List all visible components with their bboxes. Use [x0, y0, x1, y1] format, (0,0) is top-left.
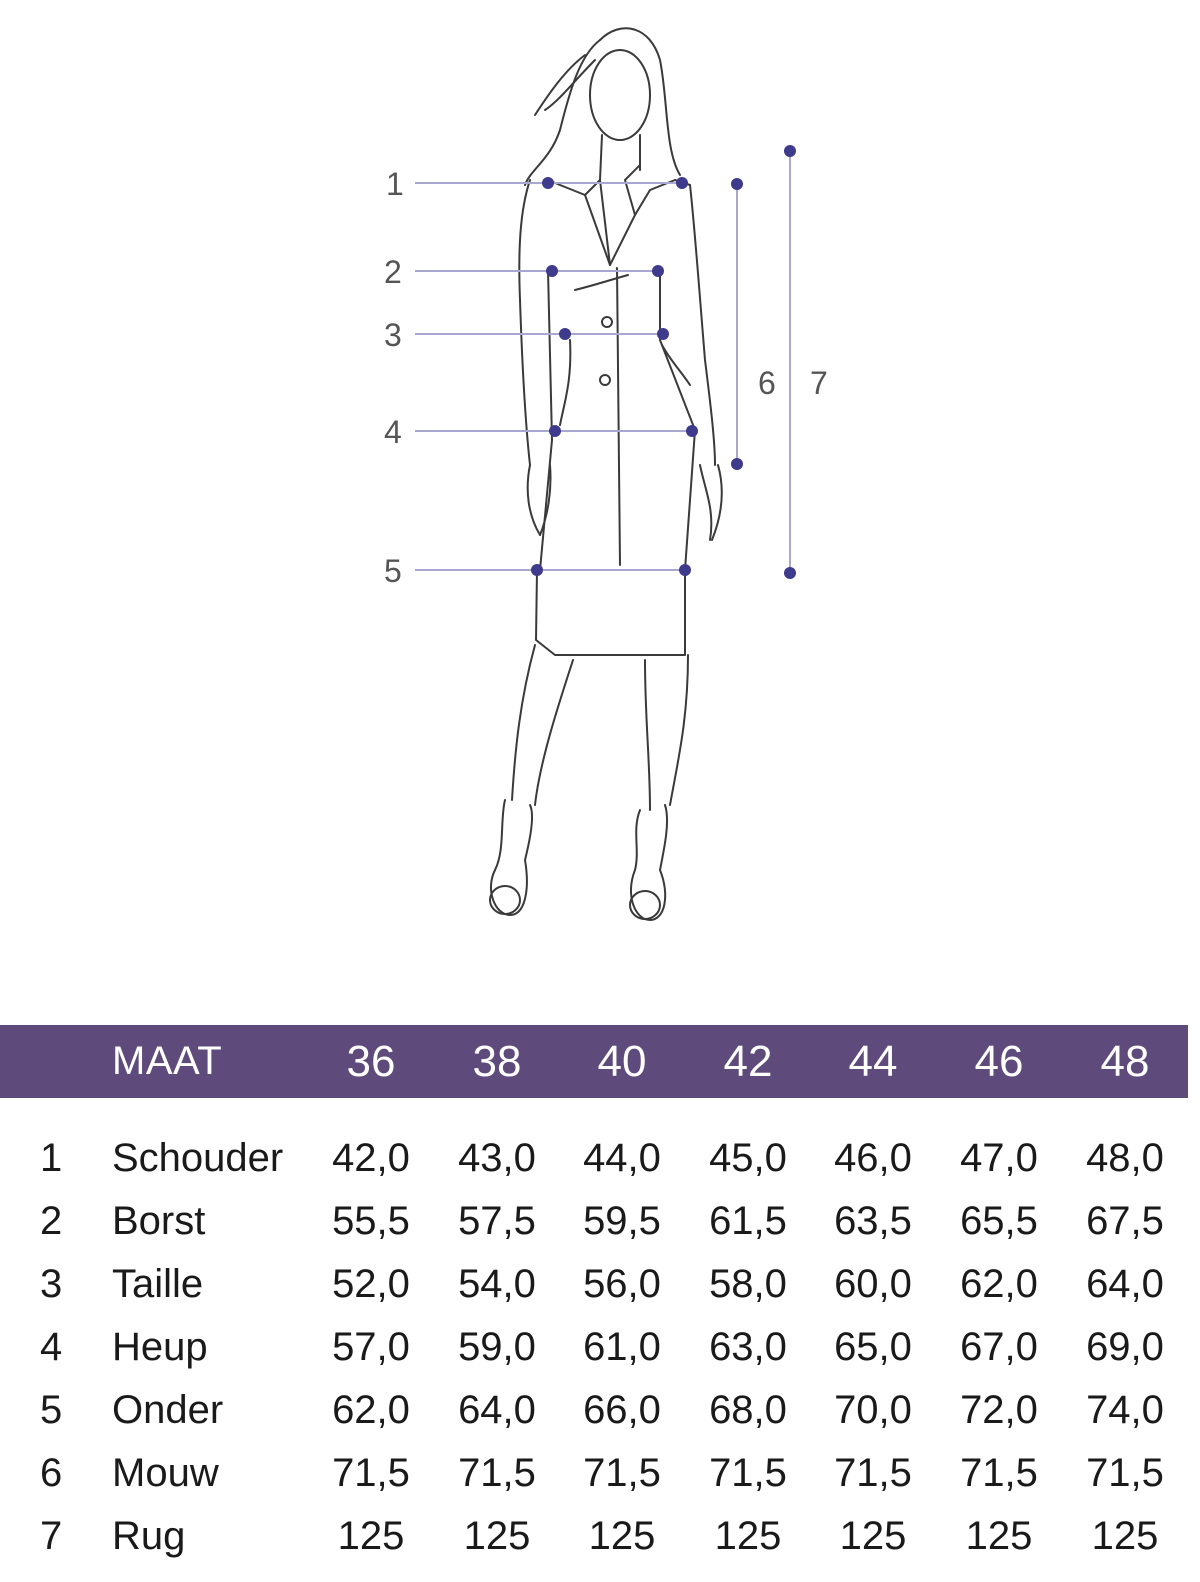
- row-number: 5: [40, 1388, 63, 1432]
- measurement-value: 71,5: [458, 1451, 536, 1495]
- table-row: 3 Taille 52,0 54,0 56,0 58,0 60,0 62,0 64,0: [0, 1253, 1200, 1316]
- table-row: 2 Borst 55,5 57,5 59,5 61,5 63,5 65,5 67,5: [0, 1190, 1200, 1253]
- measurement-value: 68,0: [709, 1388, 787, 1432]
- measurement-value: 72,0: [960, 1388, 1038, 1432]
- measurement-value: 63,0: [709, 1325, 787, 1369]
- measurement-value: 69,0: [1086, 1325, 1164, 1369]
- row-number: 4: [40, 1325, 63, 1369]
- size-44: 44: [848, 1037, 898, 1086]
- measurement-value: 42,0: [332, 1136, 410, 1180]
- measurement-name: Schouder: [112, 1136, 284, 1180]
- table-row: 6 Mouw 71,5 71,5 71,5 71,5 71,5 71,5 71,5: [0, 1442, 1200, 1505]
- measurement-value: 66,0: [583, 1388, 661, 1432]
- size-36: 36: [346, 1037, 396, 1086]
- measurement-value: 67,5: [1086, 1199, 1164, 1243]
- measurement-value: 125: [839, 1514, 907, 1558]
- measure-label-2: 2: [384, 254, 402, 290]
- measurement-value: 64,0: [458, 1388, 536, 1432]
- measurement-value: 125: [337, 1514, 405, 1558]
- measurement-value: 71,5: [960, 1451, 1038, 1495]
- measurement-value: 58,0: [709, 1262, 787, 1306]
- size-42: 42: [723, 1037, 773, 1086]
- measurement-value: 59,5: [583, 1199, 661, 1243]
- measurement-value: 71,5: [583, 1451, 661, 1495]
- measurement-value: 55,5: [332, 1199, 410, 1243]
- measurement-value: 57,0: [332, 1325, 410, 1369]
- row-number: 3: [40, 1262, 63, 1306]
- measurement-value: 125: [714, 1514, 782, 1558]
- measurement-value: 62,0: [332, 1388, 410, 1432]
- table-row: 7 Rug 125 125 125 125 125 125 125: [0, 1505, 1200, 1568]
- measure-label-3: 3: [384, 317, 402, 353]
- measurement-value: 63,5: [834, 1199, 912, 1243]
- measurement-value: 47,0: [960, 1136, 1038, 1180]
- size-48: 48: [1100, 1037, 1150, 1086]
- woman-coat-sketch: [415, 27, 796, 921]
- measurement-value: 65,0: [834, 1325, 912, 1369]
- measure-label-7: 7: [810, 365, 828, 401]
- table-row: 1 Schouder 42,0 43,0 44,0 45,0 46,0 47,0 48,0: [0, 1127, 1200, 1190]
- measurement-value: 64,0: [1086, 1262, 1164, 1306]
- measurement-value: 57,5: [458, 1199, 536, 1243]
- measurement-value: 48,0: [1086, 1136, 1164, 1180]
- measurement-value: 52,0: [332, 1262, 410, 1306]
- measurement-value: 74,0: [1086, 1388, 1164, 1432]
- measurement-value: 125: [463, 1514, 531, 1558]
- measurement-value: 71,5: [709, 1451, 787, 1495]
- measure-label-6: 6: [758, 365, 776, 401]
- measurement-value: 71,5: [1086, 1451, 1164, 1495]
- row-number: 6: [40, 1451, 63, 1495]
- measurement-value: 61,0: [583, 1325, 661, 1369]
- measure-label-4: 4: [384, 414, 402, 450]
- table-row: 5 Onder 62,0 64,0 66,0 68,0 70,0 72,0 74,0: [0, 1379, 1200, 1442]
- measurement-value: 45,0: [709, 1136, 787, 1180]
- measure-label-5: 5: [384, 553, 402, 589]
- measurement-name: Borst: [112, 1199, 206, 1243]
- measurement-value: 60,0: [834, 1262, 912, 1306]
- measurement-name: Heup: [112, 1325, 208, 1369]
- size-38: 38: [472, 1037, 522, 1086]
- measurement-value: 67,0: [960, 1325, 1038, 1369]
- measurement-value: 65,5: [960, 1199, 1038, 1243]
- measurement-name: Onder: [112, 1388, 224, 1432]
- measurement-value: 125: [588, 1514, 656, 1558]
- measurement-value: 46,0: [834, 1136, 912, 1180]
- size-table-header: MAAT 36 38 40 42 44 46 48: [0, 1025, 1188, 1098]
- measurement-value: 61,5: [709, 1199, 787, 1243]
- measurement-value: 59,0: [458, 1325, 536, 1369]
- table-row: 4 Heup 57,0 59,0 61,0 63,0 65,0 67,0 69,0: [0, 1316, 1200, 1379]
- measurement-figure: 1 2 3 4 5 6 7: [384, 27, 828, 921]
- measurement-name: Mouw: [112, 1451, 219, 1495]
- measurement-value: 54,0: [458, 1262, 536, 1306]
- size-40: 40: [597, 1037, 647, 1086]
- measurement-value: 44,0: [583, 1136, 661, 1180]
- measurement-value: 125: [1091, 1514, 1159, 1558]
- size-46: 46: [974, 1037, 1024, 1086]
- measurement-value: 43,0: [458, 1136, 536, 1180]
- measurement-value: 62,0: [960, 1262, 1038, 1306]
- measurement-value: 70,0: [834, 1388, 912, 1432]
- row-number: 2: [40, 1199, 63, 1243]
- measurement-name: Taille: [112, 1262, 204, 1306]
- measurement-value: 125: [965, 1514, 1033, 1558]
- row-number: 7: [40, 1514, 63, 1558]
- measurement-value: 56,0: [583, 1262, 661, 1306]
- measurement-name: Rug: [112, 1514, 186, 1558]
- measurement-value: 71,5: [834, 1451, 912, 1495]
- measure-label-1: 1: [386, 166, 404, 202]
- measurement-value: 71,5: [332, 1451, 410, 1495]
- row-number: 1: [40, 1136, 63, 1180]
- maat-header: MAAT: [112, 1039, 223, 1083]
